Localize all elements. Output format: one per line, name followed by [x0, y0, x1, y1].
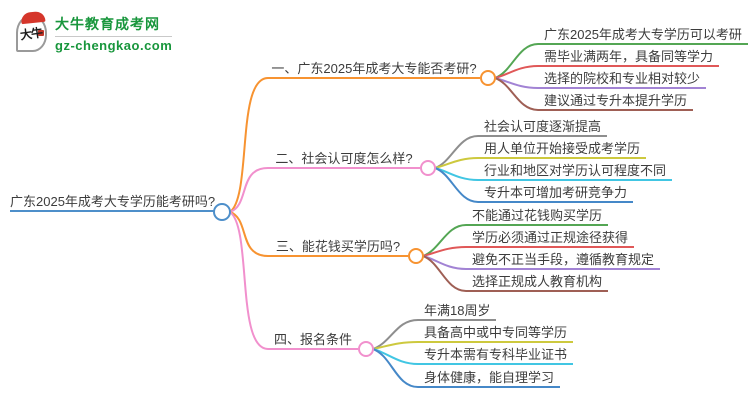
logo-site-url: gz-chengkao.com: [55, 36, 173, 53]
leaf-topic: 学历必须通过正规途径获得: [466, 229, 635, 248]
link-b2-leaf2: [434, 157, 479, 169]
leaf-topic: 行业和地区对学历认可程度不同: [478, 162, 673, 181]
logo-icon-text: 大牛: [19, 25, 44, 43]
leaf-topic: 具备高中或中专同等学历: [418, 324, 574, 343]
leaf-topic: 避免不正当手段，遵循教育规定: [466, 251, 661, 270]
leaf-topic: 专升本需有专科毕业证书: [418, 346, 574, 365]
link-root-branch2: [229, 167, 269, 213]
link-root-branch4: [229, 211, 269, 350]
link-b1-leaf1: [494, 43, 539, 79]
site-logo[interactable]: 大牛 大牛教育成考网 gz-chengkao.com: [16, 10, 173, 53]
branch1-topic: 一、广东2025年成考大专能否考研?: [268, 60, 480, 79]
branch3-node-toggle: [408, 248, 424, 264]
leaf-topic: 身体健康，能自理学习: [418, 369, 561, 388]
branch4-node-toggle: [358, 341, 374, 357]
leaf-topic: 选择正规成人教育机构: [466, 273, 609, 292]
link-root-branch3: [229, 211, 269, 257]
link-b3-leaf3: [422, 255, 467, 270]
link-b3-leaf2: [422, 246, 467, 257]
link-root-branch1: [229, 77, 269, 213]
link-b4-leaf2: [372, 341, 419, 350]
branch2-node-toggle: [420, 160, 436, 176]
leaf-topic: 选择的院校和专业相对较少: [538, 70, 707, 89]
link-b3-leaf4: [422, 255, 467, 292]
leaf-topic: 专升本可增加考研竞争力: [478, 184, 634, 203]
leaf-topic: 需毕业满两年，具备同等学力: [538, 48, 720, 67]
link-b1-leaf3: [494, 77, 539, 89]
leaf-topic: 用人单位开始接受成考学历: [478, 140, 647, 159]
leaf-topic: 年满18周岁: [418, 302, 497, 321]
branch3-topic: 三、能花钱买学历吗?: [268, 238, 408, 257]
link-b1-leaf2: [494, 65, 539, 79]
leaf-topic: 不能通过花钱购买学历: [466, 207, 609, 226]
link-b4-leaf4: [372, 348, 419, 388]
leaf-topic: 社会认可度逐渐提高: [478, 118, 608, 137]
leaf-topic: 建议通过专升本提升学历: [538, 92, 694, 111]
link-b1-leaf4: [494, 77, 539, 111]
link-b4-leaf3: [372, 348, 419, 365]
link-b2-leaf3: [434, 167, 479, 181]
logo-text-block: 大牛教育成考网 gz-chengkao.com: [55, 14, 173, 53]
link-b2-leaf1: [434, 135, 479, 169]
leaf-topic: 广东2025年成考大专学历可以考研: [538, 26, 748, 45]
branch2-topic: 二、社会认可度怎么样?: [268, 150, 420, 169]
link-b4-leaf1: [372, 319, 419, 350]
logo-red-seal-icon: [38, 30, 44, 36]
link-b3-leaf1: [422, 224, 467, 257]
logo-site-name: 大牛教育成考网: [55, 16, 160, 32]
logo-bubble-icon: 大牛: [16, 10, 47, 52]
branch4-topic: 四、报名条件: [268, 331, 358, 350]
root-topic: 广东2025年成考大专学历能考研吗?: [10, 193, 215, 212]
root-node-toggle: [213, 203, 231, 221]
branch1-node-toggle: [480, 70, 496, 86]
link-b2-leaf4: [434, 167, 479, 203]
